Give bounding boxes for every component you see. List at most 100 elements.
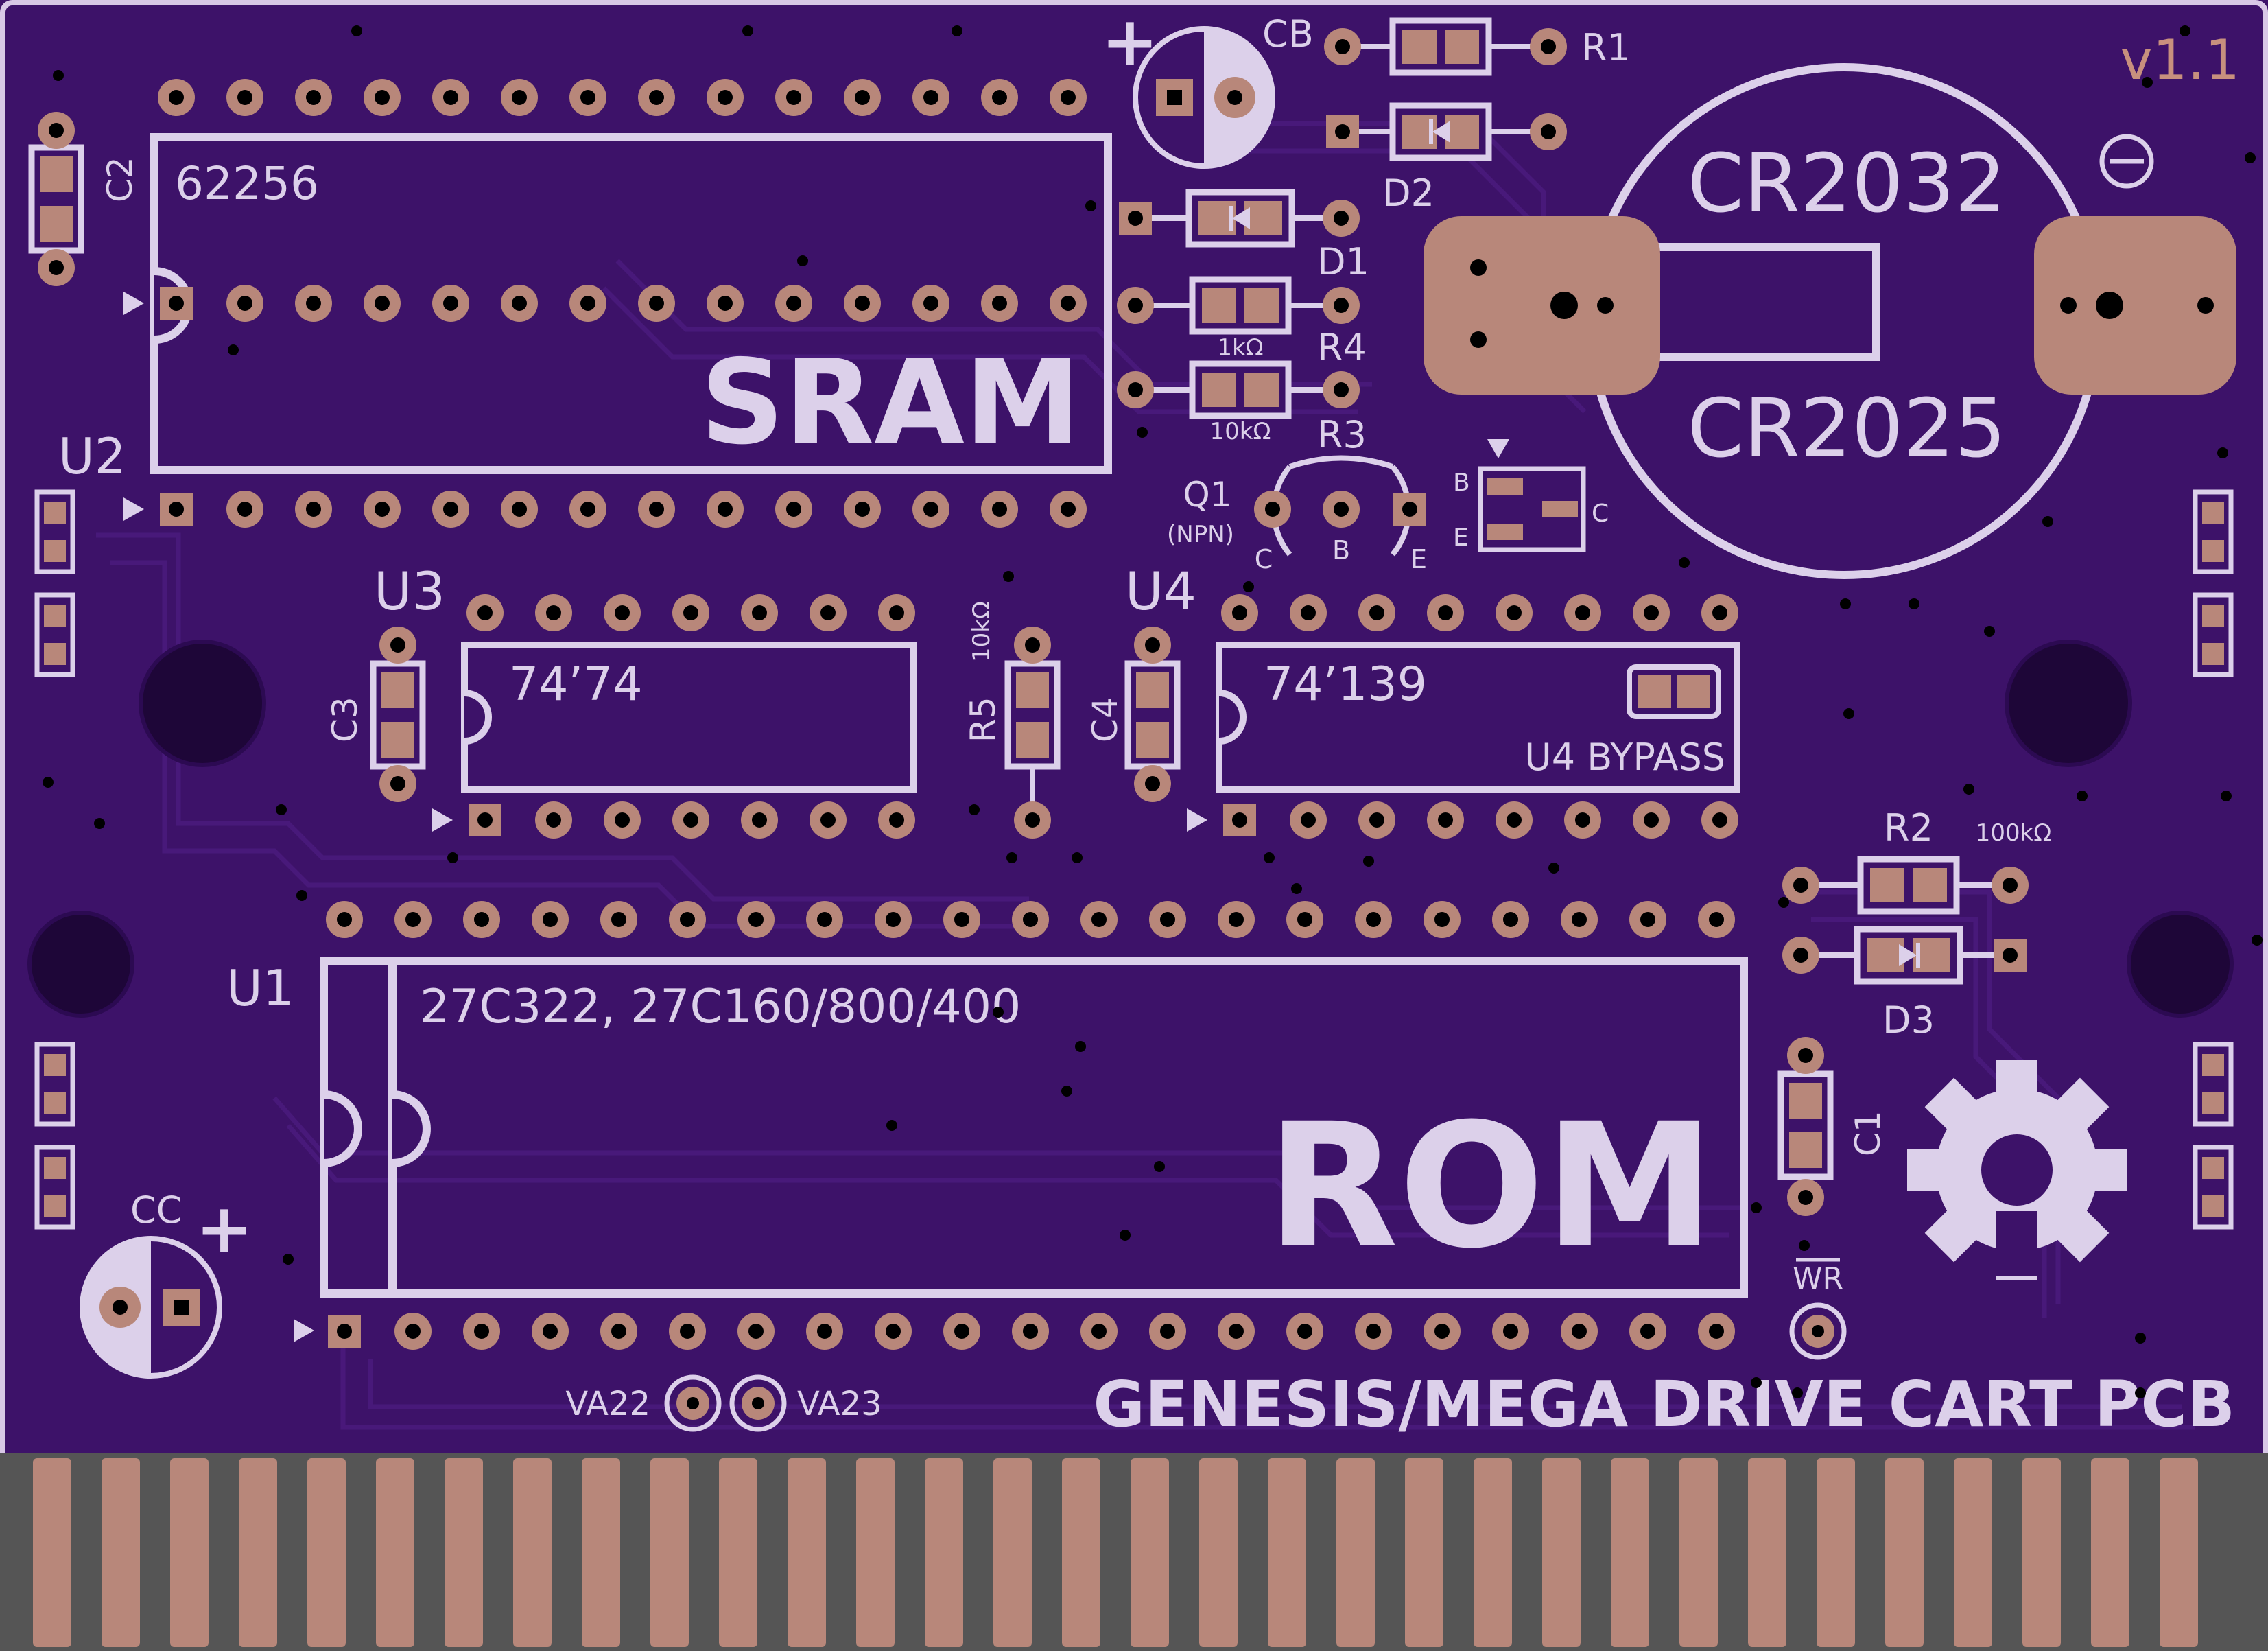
- via: [1751, 1377, 1762, 1388]
- smd-pad-pair: [34, 489, 75, 574]
- edge-finger: [1542, 1458, 1581, 1647]
- diode-d2: [1326, 102, 1567, 161]
- solder-pad: [1530, 113, 1567, 150]
- va23-label: VA23: [797, 1385, 882, 1423]
- solder-pad: [844, 491, 881, 528]
- edge-finger: [1817, 1458, 1855, 1647]
- via: [1061, 1086, 1072, 1097]
- solder-pad: [469, 804, 501, 836]
- solder-pad: [1629, 901, 1666, 938]
- solder-pad: [226, 285, 263, 322]
- solder-pad: [1324, 28, 1361, 65]
- solder-pad: [1050, 491, 1087, 528]
- solder-pad: [1286, 901, 1323, 938]
- capacitor-c4: [1124, 627, 1181, 802]
- battery-bridge: [1642, 243, 1880, 361]
- via: [94, 818, 105, 829]
- via: [1799, 1240, 1810, 1251]
- solder-pad: [737, 901, 775, 938]
- solder-pad: [875, 1313, 912, 1350]
- edge-connector-fingers: [33, 1458, 2198, 1647]
- sram-label: SRAM: [700, 335, 1080, 471]
- solder-pad: [160, 287, 193, 320]
- smd-pad-pair: [34, 592, 75, 677]
- mounting-hole: [2127, 911, 2234, 1018]
- u4-bypass: U4 BYPASS: [1524, 736, 1725, 779]
- u4-chip: 74’139 U4 BYPASS U4: [1125, 561, 1740, 839]
- solder-pad: [1424, 1313, 1461, 1350]
- solder-pad: [1221, 594, 1258, 631]
- solder-pad: [1323, 200, 1360, 237]
- solder-pad: [158, 79, 195, 116]
- solder-pad: [1496, 801, 1533, 839]
- resistor-r3: [1117, 360, 1360, 419]
- via: [1778, 897, 1789, 908]
- via: [296, 890, 307, 901]
- via: [1154, 1161, 1165, 1172]
- smd-pad-pair: [2193, 1145, 2234, 1230]
- solder-pad: [775, 285, 812, 322]
- rom-chip: 27C322, 27C160/800/400 ROM U1: [226, 901, 1748, 1350]
- via: [2135, 1333, 2146, 1344]
- via: [53, 70, 64, 81]
- edge-finger: [102, 1458, 140, 1647]
- battery-pad-positive: [1424, 216, 1660, 395]
- solder-pad: [1326, 115, 1359, 148]
- test-point: [664, 1374, 722, 1432]
- via: [1597, 297, 1614, 314]
- solder-pad: [1994, 939, 2027, 972]
- via: [742, 25, 753, 36]
- r1-label: R1: [1581, 26, 1631, 69]
- edge-finger: [719, 1458, 757, 1647]
- via: [2221, 791, 2232, 801]
- capacitor-c2: [28, 112, 84, 286]
- c1-label: C1: [1848, 1110, 1888, 1156]
- edge-finger: [1679, 1458, 1718, 1647]
- smd-pad-pair: [2193, 592, 2234, 677]
- solder-pad: [1629, 1313, 1666, 1350]
- rom-ref: U1: [226, 959, 294, 1017]
- cc-label: CC: [130, 1189, 182, 1232]
- via: [1548, 863, 1559, 874]
- solder-pad: [1992, 867, 2029, 904]
- sot-pin-c: C: [1592, 500, 1609, 528]
- via: [2245, 152, 2256, 163]
- solder-pad: [1530, 28, 1567, 65]
- via: [1840, 598, 1851, 609]
- via: [1072, 852, 1083, 863]
- sram-chip: 62256 SRAM U2: [58, 79, 1112, 528]
- sram-part: 62256: [175, 157, 319, 210]
- edge-finger: [582, 1458, 620, 1647]
- u4-part: 74’139: [1264, 657, 1427, 712]
- edge-finger: [1062, 1458, 1100, 1647]
- minus-circle-icon: [2099, 134, 2154, 189]
- edge-finger: [170, 1458, 209, 1647]
- mounting-holes: [27, 640, 2234, 1018]
- sram-pin-row-top: [158, 79, 1087, 116]
- r3-value: 10kΩ: [1210, 418, 1271, 445]
- via: [2142, 77, 2153, 88]
- via: [276, 804, 287, 815]
- sot-pin-b: B: [1453, 469, 1470, 497]
- solder-pad: [878, 594, 915, 631]
- solder-pad: [1149, 901, 1186, 938]
- solder-pad: [669, 901, 706, 938]
- edge-finger: [2022, 1458, 2061, 1647]
- sram-ref: U2: [58, 428, 126, 485]
- jumper-pad: [1677, 675, 1710, 708]
- solder-pad: [379, 627, 416, 664]
- solder-pad: [1358, 594, 1395, 631]
- solder-pad: [1782, 937, 1819, 974]
- pin1-arrow-icon: [294, 1319, 314, 1342]
- edge-finger: [1336, 1458, 1375, 1647]
- via: [1470, 259, 1487, 276]
- plus-marker: +: [196, 1189, 253, 1269]
- solder-pad: [501, 285, 538, 322]
- via: [351, 25, 362, 36]
- solder-pad: [1393, 493, 1426, 526]
- d2-label: D2: [1382, 172, 1434, 215]
- rom-notch: [392, 1090, 431, 1167]
- solder-pad: [432, 285, 469, 322]
